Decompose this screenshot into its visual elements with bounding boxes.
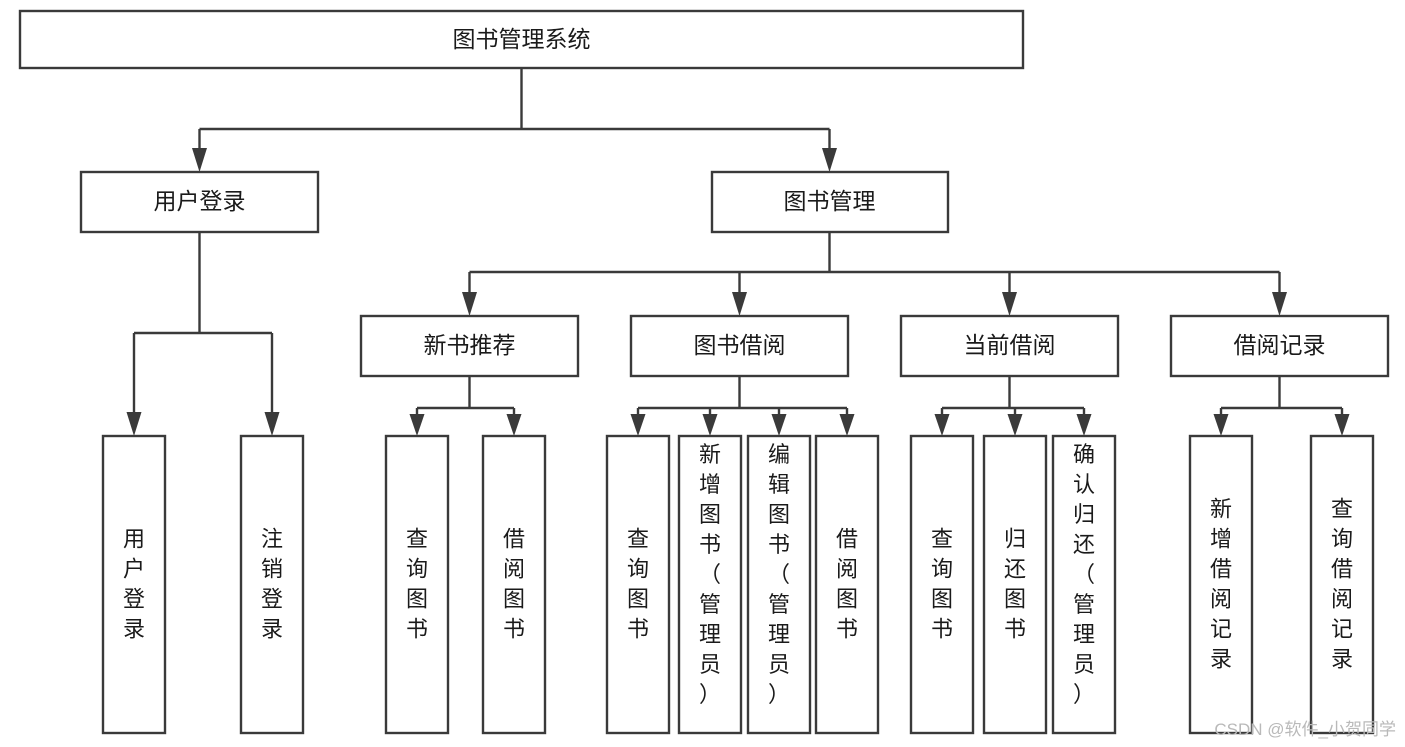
arrow-head-leaf-edit-book — [771, 414, 787, 436]
node-book-borrow-box[interactable] — [629, 314, 850, 378]
node-book-manage-box[interactable] — [710, 170, 950, 234]
arrow-head-leaf-user-login — [126, 412, 142, 436]
node-leaf-user-login[interactable]: 用户登录 — [101, 434, 167, 735]
node-current-borrow[interactable]: 当前借阅 — [899, 314, 1120, 378]
node-leaf-query-book-1[interactable]: 查询图书 — [384, 434, 450, 735]
arrow-head-leaf-query-record — [1334, 414, 1350, 436]
node-root-box[interactable] — [18, 9, 1025, 70]
node-root[interactable]: 图书管理系统 — [18, 9, 1025, 70]
arrow-head-leaf-borrow-book-1 — [506, 414, 522, 436]
node-leaf-borrow-book-1[interactable]: 借阅图书 — [481, 434, 547, 735]
arrow-head-leaf-return-book — [1007, 414, 1023, 436]
node-new-book-rec[interactable]: 新书推荐 — [359, 314, 580, 378]
node-borrow-record-label: 借阅记录 — [1234, 332, 1326, 358]
node-borrow-record-box[interactable] — [1169, 314, 1390, 378]
node-leaf-borrow-book-1-label: 借阅图书 — [503, 527, 525, 642]
node-leaf-query-book-1-label: 查询图书 — [406, 527, 428, 642]
node-leaf-add-record-box[interactable] — [1188, 434, 1254, 735]
node-leaf-add-book-box[interactable] — [677, 434, 743, 735]
node-leaf-logout-box[interactable] — [239, 434, 305, 735]
arrow-head-leaf-confirm-return — [1076, 414, 1092, 436]
node-leaf-query-record-label: 查询借阅记录 — [1331, 497, 1353, 672]
arrow-head-borrow-record — [1272, 292, 1287, 316]
node-leaf-return-book[interactable]: 归还图书 — [982, 434, 1048, 735]
arrow-head-leaf-query-book-1 — [409, 414, 425, 436]
node-leaf-borrow-book-2-label: 借阅图书 — [836, 527, 858, 642]
node-leaf-return-book-box[interactable] — [982, 434, 1048, 735]
node-leaf-query-record-box[interactable] — [1309, 434, 1375, 735]
arrow-head-leaf-query-book-2 — [630, 414, 646, 436]
arrow-head-leaf-borrow-book-2 — [839, 414, 855, 436]
arrow-head-book-manage — [822, 148, 837, 172]
arrow-head-leaf-query-book-3 — [934, 414, 950, 436]
node-leaf-edit-book-box[interactable] — [746, 434, 812, 735]
node-leaf-logout[interactable]: 注销登录 — [239, 434, 305, 735]
node-leaf-confirm-return-label: 确认归还（管理员） — [1073, 442, 1095, 707]
node-leaf-add-record[interactable]: 新增借阅记录 — [1188, 434, 1254, 735]
node-book-manage-label: 图书管理 — [784, 188, 876, 214]
arrow-head-current-borrow — [1002, 292, 1017, 316]
node-leaf-confirm-return-box[interactable] — [1051, 434, 1117, 735]
arrow-head-book-borrow — [732, 292, 747, 316]
node-leaf-borrow-book-1-box[interactable] — [481, 434, 547, 735]
node-new-book-rec-box[interactable] — [359, 314, 580, 378]
node-book-borrow-label: 图书借阅 — [694, 332, 786, 358]
node-book-manage[interactable]: 图书管理 — [710, 170, 950, 234]
node-current-borrow-label: 当前借阅 — [964, 332, 1056, 358]
node-leaf-logout-label: 注销登录 — [261, 527, 283, 642]
node-leaf-add-record-label: 新增借阅记录 — [1210, 497, 1232, 672]
arrow-head-leaf-logout — [264, 412, 280, 436]
node-leaf-add-book-label: 新增图书（管理员） — [699, 442, 721, 707]
node-leaf-query-book-2[interactable]: 查询图书 — [605, 434, 671, 735]
node-user-login-box[interactable] — [79, 170, 320, 234]
connector-layer — [126, 68, 1350, 436]
node-leaf-add-book[interactable]: 新增图书（管理员） — [677, 434, 743, 735]
node-leaf-borrow-book-2-box[interactable] — [814, 434, 880, 735]
node-borrow-record[interactable]: 借阅记录 — [1169, 314, 1390, 378]
node-leaf-confirm-return[interactable]: 确认归还（管理员） — [1051, 434, 1117, 735]
arrow-head-user-login — [192, 148, 207, 172]
node-leaf-query-book-2-box[interactable] — [605, 434, 671, 735]
node-leaf-edit-book[interactable]: 编辑图书（管理员） — [746, 434, 812, 735]
arrow-head-leaf-add-book — [702, 414, 718, 436]
node-leaf-return-book-label: 归还图书 — [1004, 527, 1026, 642]
node-leaf-query-record[interactable]: 查询借阅记录 — [1309, 434, 1375, 735]
arrow-head-leaf-add-record — [1213, 414, 1229, 436]
node-leaf-query-book-3[interactable]: 查询图书 — [909, 434, 975, 735]
node-leaf-query-book-2-label: 查询图书 — [627, 527, 649, 642]
node-user-login[interactable]: 用户登录 — [79, 170, 320, 234]
node-current-borrow-box[interactable] — [899, 314, 1120, 378]
leaf-node-layer: 用户登录 注销登录 查询图书 借阅图书 查询图书 新增图书（管理员） 编辑图书（管理员） 借阅… — [101, 434, 1375, 735]
node-leaf-user-login-label: 用户登录 — [123, 527, 145, 642]
node-root-label: 图书管理系统 — [453, 26, 591, 52]
node-leaf-query-book-1-box[interactable] — [384, 434, 450, 735]
node-leaf-user-login-box[interactable] — [101, 434, 167, 735]
node-leaf-query-book-3-box[interactable] — [909, 434, 975, 735]
node-leaf-borrow-book-2[interactable]: 借阅图书 — [814, 434, 880, 735]
csdn-watermark: CSDN @软件_小贺同学 — [1214, 720, 1396, 739]
node-new-book-rec-label: 新书推荐 — [424, 332, 516, 358]
node-leaf-edit-book-label: 编辑图书（管理员） — [768, 442, 790, 707]
node-user-login-label: 用户登录 — [154, 188, 246, 214]
node-leaf-query-book-3-label: 查询图书 — [931, 527, 953, 642]
arrow-head-new-book-rec — [462, 292, 477, 316]
node-book-borrow[interactable]: 图书借阅 — [629, 314, 850, 378]
